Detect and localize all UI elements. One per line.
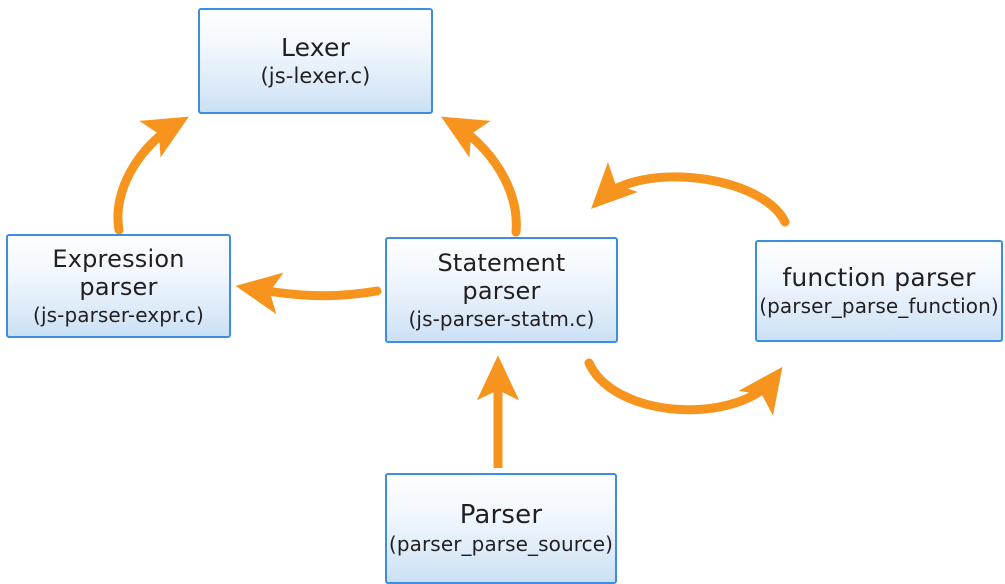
node-parser-title: Parser xyxy=(459,500,543,531)
node-statement-parser-title: Statement parser xyxy=(437,248,566,306)
node-parser-subtitle: (parser_parse_source) xyxy=(388,532,614,557)
node-lexer-subtitle: (js-lexer.c) xyxy=(260,64,371,89)
node-statement-parser[interactable]: Statement parser (js-parser-statm.c) xyxy=(385,237,618,343)
edge-statement-to-expression xyxy=(235,272,382,315)
node-expression-parser-subtitle: (js-parser-expr.c) xyxy=(33,302,204,327)
edge-function-to-statement xyxy=(591,162,790,227)
edge-expression-to-lexer xyxy=(113,116,189,235)
node-function-parser-subtitle: (parser_parse_function) xyxy=(759,293,999,318)
edge-statement-to-lexer xyxy=(441,116,521,237)
node-lexer-title: Lexer xyxy=(280,32,351,62)
node-parser[interactable]: Parser (parser_parse_source) xyxy=(385,473,617,584)
node-function-parser-title: function parser xyxy=(782,263,976,293)
node-lexer[interactable]: Lexer (js-lexer.c) xyxy=(198,8,433,114)
node-expression-parser[interactable]: Expression parser (js-parser-expr.c) xyxy=(6,234,231,338)
node-statement-parser-subtitle: (js-parser-statm.c) xyxy=(408,306,595,331)
edge-statement-to-function xyxy=(584,358,783,416)
node-expression-parser-title: Expression parser xyxy=(52,244,185,302)
node-function-parser[interactable]: function parser (parser_parse_function) xyxy=(755,240,1003,342)
